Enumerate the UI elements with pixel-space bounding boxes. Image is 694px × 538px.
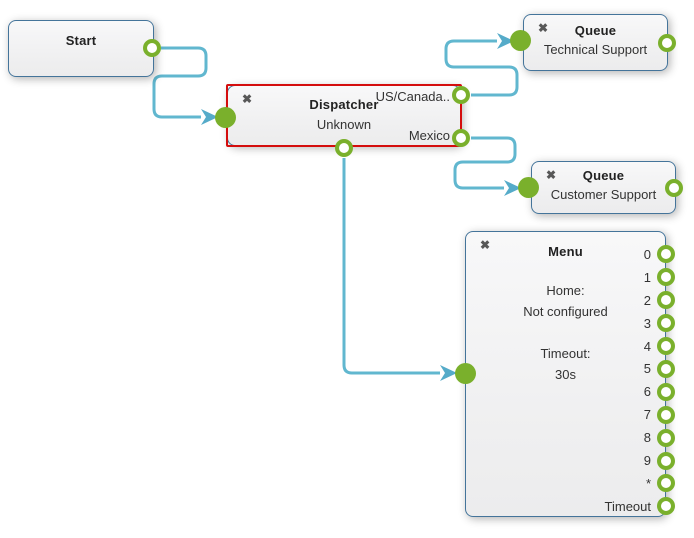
delete-icon[interactable]: ✖ <box>538 21 549 35</box>
dispatcher-output-port-mexico[interactable] <box>452 129 470 147</box>
output-port-6[interactable] <box>657 382 675 401</box>
node-dispatcher-subtitle: Unknown <box>316 117 372 132</box>
menu-port-label-2: 2 <box>643 292 651 308</box>
arrowhead-dispatcher-to-menu-icon <box>440 365 457 381</box>
node-menu[interactable]: ✖ Menu Home: Not configured Timeout: 30s… <box>465 231 675 518</box>
menu-port-label-timeout: Timeout <box>604 498 651 514</box>
menu-port-row-5: 5 <box>466 358 675 381</box>
node-dispatcher[interactable]: ✖ Dispatcher Unknown US/Canada.. Mexico <box>226 84 462 147</box>
menu-home-value: Not configured <box>523 304 608 319</box>
menu-timeout-value: 30s <box>555 367 576 382</box>
connector-mexico-to-customer-queue[interactable] <box>453 136 517 190</box>
dispatcher-input-port[interactable] <box>215 107 236 128</box>
arrowhead-uscanada-to-technical-queue-icon <box>497 33 514 49</box>
menu-port-label-4: 4 <box>643 338 651 354</box>
delete-icon[interactable]: ✖ <box>480 238 491 252</box>
queue-customer-input-port[interactable] <box>518 177 539 198</box>
output-port-1[interactable] <box>657 268 675 287</box>
menu-port-label-1: 1 <box>643 269 651 285</box>
node-queue-technical-support[interactable]: ✖ Queue Technical Support <box>523 14 668 71</box>
arrowhead-start-to-dispatcher-icon <box>201 109 218 125</box>
menu-input-port[interactable] <box>455 363 476 384</box>
menu-port-row-6: 6 <box>466 380 675 403</box>
dispatcher-output-port-bottom[interactable] <box>335 139 353 157</box>
menu-output-ports: 0 1 2 3 4 5 6 7 8 9 * Timeout <box>466 243 675 518</box>
queue-technical-output-port[interactable] <box>658 34 676 52</box>
menu-port-label-9: 9 <box>643 453 651 469</box>
output-port-star[interactable] <box>657 474 675 493</box>
connector-dispatcher-to-menu[interactable] <box>342 158 440 375</box>
menu-port-label-0: 0 <box>643 246 651 262</box>
queue-customer-output-port[interactable] <box>665 179 683 197</box>
output-label-mexico: Mexico <box>408 128 450 143</box>
node-queue-customer-title: Queue <box>582 168 625 183</box>
output-port-timeout[interactable] <box>657 497 675 516</box>
menu-port-label-star: * <box>645 476 651 492</box>
delete-icon[interactable]: ✖ <box>546 168 557 182</box>
menu-port-row-timeout: Timeout <box>466 495 675 518</box>
output-port-9[interactable] <box>657 451 675 470</box>
connector-start-to-dispatcher[interactable] <box>152 46 208 119</box>
dispatcher-output-port-uscanada[interactable] <box>452 86 470 104</box>
menu-config-text: Home: Not configured Timeout: 30s <box>474 280 657 385</box>
queue-technical-input-port[interactable] <box>510 30 531 51</box>
menu-port-row-0: 0 <box>466 243 675 266</box>
menu-port-row-3: 3 <box>466 312 675 335</box>
output-port-4[interactable] <box>657 337 675 356</box>
node-start-title: Start <box>65 33 97 48</box>
menu-port-row-7: 7 <box>466 403 675 426</box>
node-queue-customer-subtitle: Customer Support <box>550 187 657 202</box>
output-port-7[interactable] <box>657 405 675 424</box>
menu-timeout-label: Timeout: <box>540 346 591 361</box>
connector-uscanada-to-technical-queue[interactable] <box>444 39 519 97</box>
output-label-uscanada: US/Canada.. <box>375 89 450 104</box>
menu-port-row-4: 4 <box>466 335 675 358</box>
menu-port-row-2: 2 <box>466 289 675 312</box>
output-port-5[interactable] <box>657 359 675 378</box>
menu-home-label: Home: <box>546 283 585 298</box>
menu-port-label-6: 6 <box>643 384 651 400</box>
delete-icon[interactable]: ✖ <box>242 92 253 106</box>
node-queue-technical-title: Queue <box>574 23 617 38</box>
menu-port-row-star: * <box>466 472 675 495</box>
node-queue-technical-subtitle: Technical Support <box>543 42 648 57</box>
menu-port-row-8: 8 <box>466 426 675 449</box>
node-dispatcher-title: Dispatcher <box>309 97 379 112</box>
menu-port-label-7: 7 <box>643 407 651 423</box>
output-port-8[interactable] <box>657 428 675 447</box>
node-queue-customer-support[interactable]: ✖ Queue Customer Support <box>531 161 676 214</box>
output-port-0[interactable] <box>657 245 675 264</box>
menu-port-row-9: 9 <box>466 449 675 472</box>
node-menu-title: Menu <box>548 244 583 259</box>
arrowhead-mexico-to-customer-queue-icon <box>504 180 521 196</box>
menu-port-row-1: 1 <box>466 266 675 289</box>
output-port-2[interactable] <box>657 291 675 310</box>
node-start[interactable]: Start <box>8 20 154 77</box>
output-port-3[interactable] <box>657 314 675 333</box>
menu-port-label-3: 3 <box>643 315 651 331</box>
menu-port-label-5: 5 <box>643 361 651 377</box>
start-output-port[interactable] <box>143 39 161 57</box>
menu-port-label-8: 8 <box>643 430 651 446</box>
